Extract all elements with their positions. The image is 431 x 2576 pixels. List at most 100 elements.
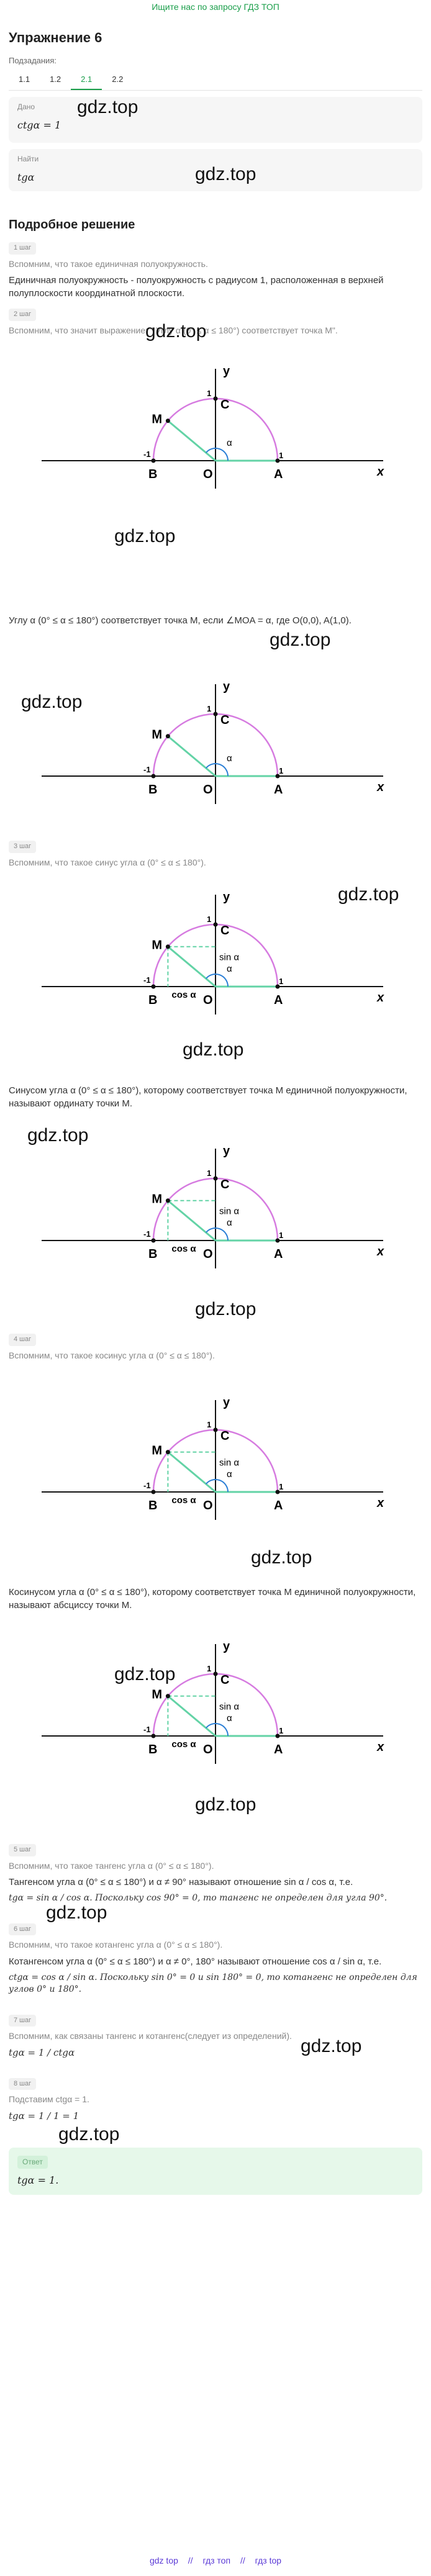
subtab-2-1[interactable]: 2.1 [71,70,102,91]
angle-arc [205,1723,229,1737]
point-marker [213,1671,218,1676]
step-intro: Вспомним, что такое котангенс угла α (0°… [9,1940,223,1950]
point-marker [151,1489,156,1494]
step-body: Единичная полуокружность - полуокружност… [9,275,384,299]
point-o-label: O [203,1499,213,1512]
y-label: y [223,364,230,378]
tick-minus-one-label: -1 [143,450,151,459]
point-marker [213,396,218,401]
step-1: 1 шаг Вспомним, что такое единичная полу… [9,233,422,300]
footer-sep: // [240,2556,245,2566]
step-body: Котангенсом угла α (0° ≤ α ≤ 180°) и α ≠… [9,1956,382,1967]
point-m-label: M [152,413,162,427]
step-intro: Подставим ctgα = 1. [9,2094,89,2105]
alpha-label: α [227,1713,232,1724]
radius-om [167,946,216,988]
footer-link[interactable]: гдз топ [202,2556,231,2566]
y-label: y [223,890,230,904]
radius-om [167,420,216,462]
step-2: 2 шаг Вспомним, что значит выражение: " … [9,300,422,610]
step-body: Тангенсом угла α (0° ≤ α ≤ 180°) и α ≠ 9… [9,1877,353,1888]
watermark: gdz.top [195,1299,256,1320]
banner-link[interactable]: Ищите нас по запросу ГДЗ ТОП [152,2,279,12]
point-marker [275,1489,280,1494]
point-m-label: M [152,1193,162,1206]
watermark: gdz.top [46,1902,107,1923]
point-b-label: B [148,783,157,797]
subtask-tabs: 1.1 1.2 2.1 2.2 [9,70,422,91]
point-marker [213,712,218,716]
find-label: Найти [17,155,39,164]
point-marker [151,1238,156,1243]
point-marker [213,1176,218,1181]
point-b-label: B [148,1247,157,1261]
point-a-label: A [274,468,283,481]
watermark: gdz.top [251,1547,312,1568]
step-body: Углу α (0° ≤ α ≤ 180°) соответствует точ… [9,615,352,626]
subtasks-label: Подзадания: [9,55,57,65]
angle-arc [205,763,229,777]
subtab-1-2[interactable]: 1.2 [50,74,61,84]
step-formula: tgα = sin α / cos α. Поскольку cos 90° =… [9,1893,388,1904]
point-marker [165,1450,170,1455]
step-tag: 2 шаг [9,309,37,321]
point-marker [165,1198,170,1203]
point-marker [275,774,280,779]
point-m-label: M [152,939,162,952]
tick-one-x-label: 1 [279,1482,283,1491]
point-c-label: C [220,713,229,727]
step-formula: ctgα = cos α / sin α. Поскольку sin 0° =… [9,1972,417,1995]
alpha-label: α [227,438,232,448]
watermark: gdz.top [77,97,138,118]
subtab-1-1[interactable]: 1.1 [19,74,30,84]
step-formula: tgα = 1 / 1 = 1 [9,2110,79,2122]
subtab-2-2[interactable]: 2.2 [112,74,124,84]
watermark: gdz.top [195,164,256,185]
step-intro: Вспомним, что такое единичная полуокружн… [9,258,208,269]
point-marker [151,774,156,779]
step-intro: Вспомним, что такое тангенс угла α (0° ≤… [9,1860,214,1871]
step-body: Косинусом угла α (0° ≤ α ≤ 180°), которо… [9,1587,416,1611]
find-value: tgα [17,171,35,183]
step-tag: 5 шаг [9,1844,37,1856]
angle-arc [205,974,229,987]
point-marker [275,984,280,989]
point-c-label: C [220,1178,229,1191]
answer-label: Ответ [17,2155,48,2169]
radius-om [167,1200,216,1242]
tick-minus-one-label: -1 [143,765,151,774]
y-label: y [223,680,230,694]
y-label: y [223,1640,230,1653]
tick-one-label: 1 [207,389,211,398]
tick-one-x-label: 1 [279,1231,283,1240]
top-banner[interactable]: Ищите нас по запросу ГДЗ ТОП [9,0,422,16]
step-8: 8 шаг Подставим ctgα = 1. tgα = 1 / 1 = … [9,2059,422,2144]
tick-minus-one-label: -1 [143,975,151,985]
footer-link[interactable]: gdz top [149,2556,178,2566]
page-title: Упражнение 6 [9,30,102,45]
step-intro: Вспомним, что значит выражение: " Углу α… [9,325,338,335]
point-c-label: C [220,1673,229,1687]
footer-link[interactable]: гдз top [255,2556,282,2566]
step-6: gdz.top 6 шаг Вспомним, что такое котанг… [9,1902,422,1996]
watermark: gdz.top [114,526,176,547]
point-o-label: O [203,783,213,797]
tick-one-label: 1 [207,704,211,713]
watermark: gdz.top [270,630,331,651]
watermark: gdz.top [58,2123,120,2144]
tick-one-x-label: 1 [279,1726,283,1735]
x-label: x [376,1245,384,1259]
y-label: y [223,1144,230,1158]
watermark: gdz.top [114,1664,176,1685]
tick-one-label: 1 [207,1168,211,1178]
step-tag: 7 шаг [9,2014,37,2027]
step-body: Синусом угла α (0° ≤ α ≤ 180°), которому… [9,1085,407,1109]
point-m-label: M [152,1688,162,1702]
sin-label: sin α [219,1458,239,1468]
point-marker [275,458,280,463]
alpha-label: α [227,1469,232,1480]
point-m-label: M [152,1444,162,1458]
footer: gdz top // гдз топ // гдз top [0,2555,431,2567]
answer-card: Ответ tgα = 1. [9,2147,422,2195]
